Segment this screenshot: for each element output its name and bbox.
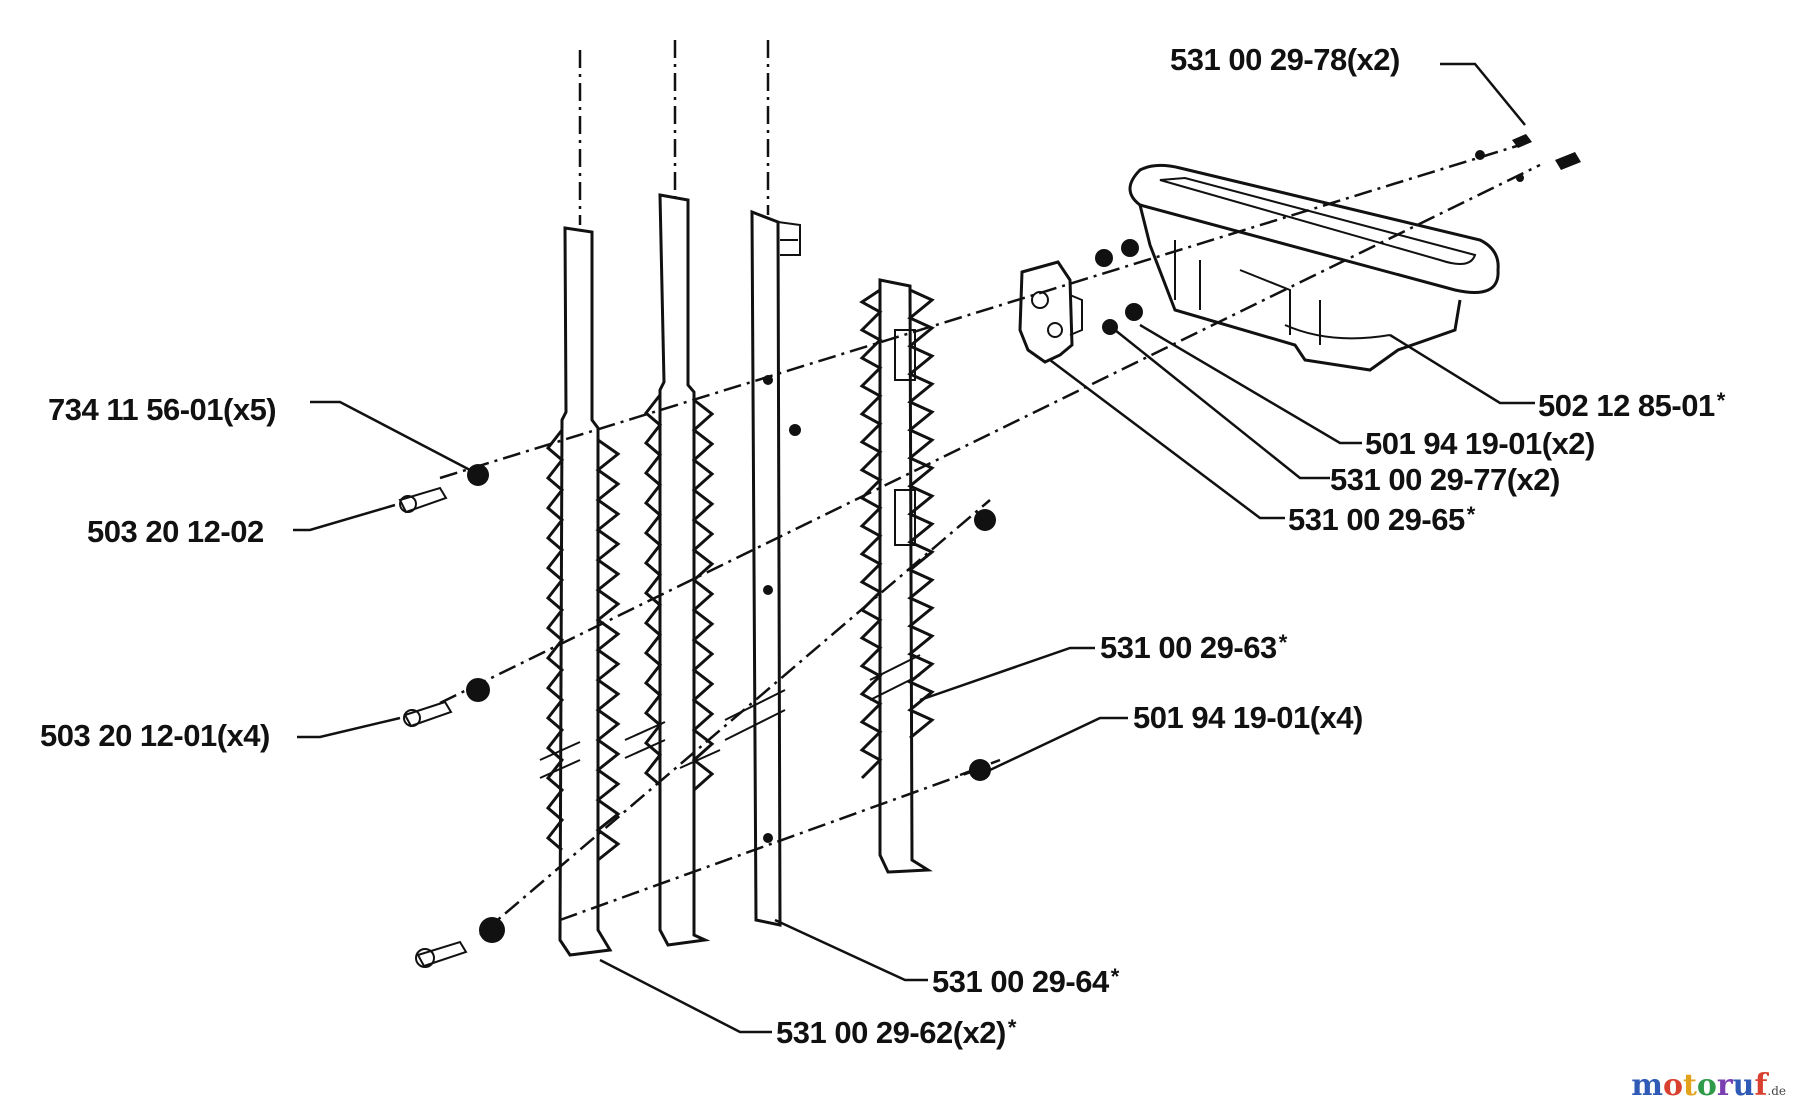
logo-letter: m	[1631, 1068, 1663, 1103]
short-blade	[859, 278, 935, 874]
guide-bar	[724, 209, 801, 927]
label-503-20-12-02: 503 20 12-02	[87, 516, 264, 547]
part-number: 531 00 29-63	[1100, 630, 1277, 665]
part-number: 502 12 85-01	[1538, 388, 1715, 423]
logo-letter: o	[1662, 1068, 1683, 1103]
logo-letter: r	[1716, 1068, 1733, 1103]
label-501-94-19-01-x2: 501 94 19-01(x2)	[1365, 428, 1595, 459]
logo-letter: o	[1696, 1068, 1717, 1103]
label-531-00-29-64: 531 00 29-64*	[932, 964, 1120, 999]
blade-left	[539, 226, 621, 957]
bracket	[1018, 260, 1083, 364]
label-734-11-56-01: 734 11 56-01(x5)	[48, 392, 277, 427]
handle-guard	[1128, 163, 1500, 372]
label-501-94-19-01-x4: 501 94 19-01(x4)	[1133, 702, 1363, 733]
leader-lines	[293, 62, 1535, 1034]
label-531-00-29-62: 531 00 29-62(x2)*	[776, 1015, 1017, 1050]
marker-symbol: *	[1110, 964, 1120, 989]
marker-symbol: *	[1716, 388, 1726, 413]
label-531-00-29-65: 531 00 29-65*	[1288, 502, 1476, 537]
part-number: 531 00 29-65	[1288, 502, 1465, 537]
logo-suffix: .de	[1767, 1084, 1786, 1098]
label-531-00-29-77: 531 00 29-77(x2)	[1330, 464, 1560, 495]
label-503-20-12-01: 503 20 12-01(x4)	[40, 720, 270, 751]
logo-letter: u	[1732, 1068, 1755, 1103]
logo-letter: f	[1754, 1068, 1768, 1103]
part-number: 734 11 56-01(x5)	[48, 392, 277, 427]
blade-middle	[624, 193, 721, 947]
part-number: 531 00 29-78(x2)	[1170, 42, 1400, 77]
centerlines	[439, 40, 1541, 936]
logo-wordmark: motoruf	[1631, 1068, 1767, 1103]
marker-symbol: *	[1007, 1015, 1017, 1040]
part-number: 501 94 19-01(x2)	[1365, 426, 1595, 461]
logo-letter: t	[1682, 1068, 1697, 1103]
part-number: 503 20 12-02	[87, 514, 264, 549]
part-number: 531 00 29-64	[932, 964, 1109, 999]
part-number: 503 20 12-01(x4)	[40, 718, 270, 753]
label-531-00-29-78: 531 00 29-78(x2)	[1170, 44, 1400, 75]
part-number: 501 94 19-01(x4)	[1133, 700, 1363, 735]
marker-symbol: *	[1466, 502, 1476, 527]
marker-symbol: *	[1278, 630, 1288, 655]
label-502-12-85-01: 502 12 85-01*	[1538, 388, 1726, 423]
part-number: 531 00 29-77(x2)	[1330, 462, 1560, 497]
fasteners	[398, 134, 1581, 968]
label-531-00-29-63: 531 00 29-63*	[1100, 630, 1288, 665]
site-logo: motoruf.de	[1631, 1071, 1786, 1101]
part-number: 531 00 29-62(x2)	[776, 1015, 1006, 1050]
